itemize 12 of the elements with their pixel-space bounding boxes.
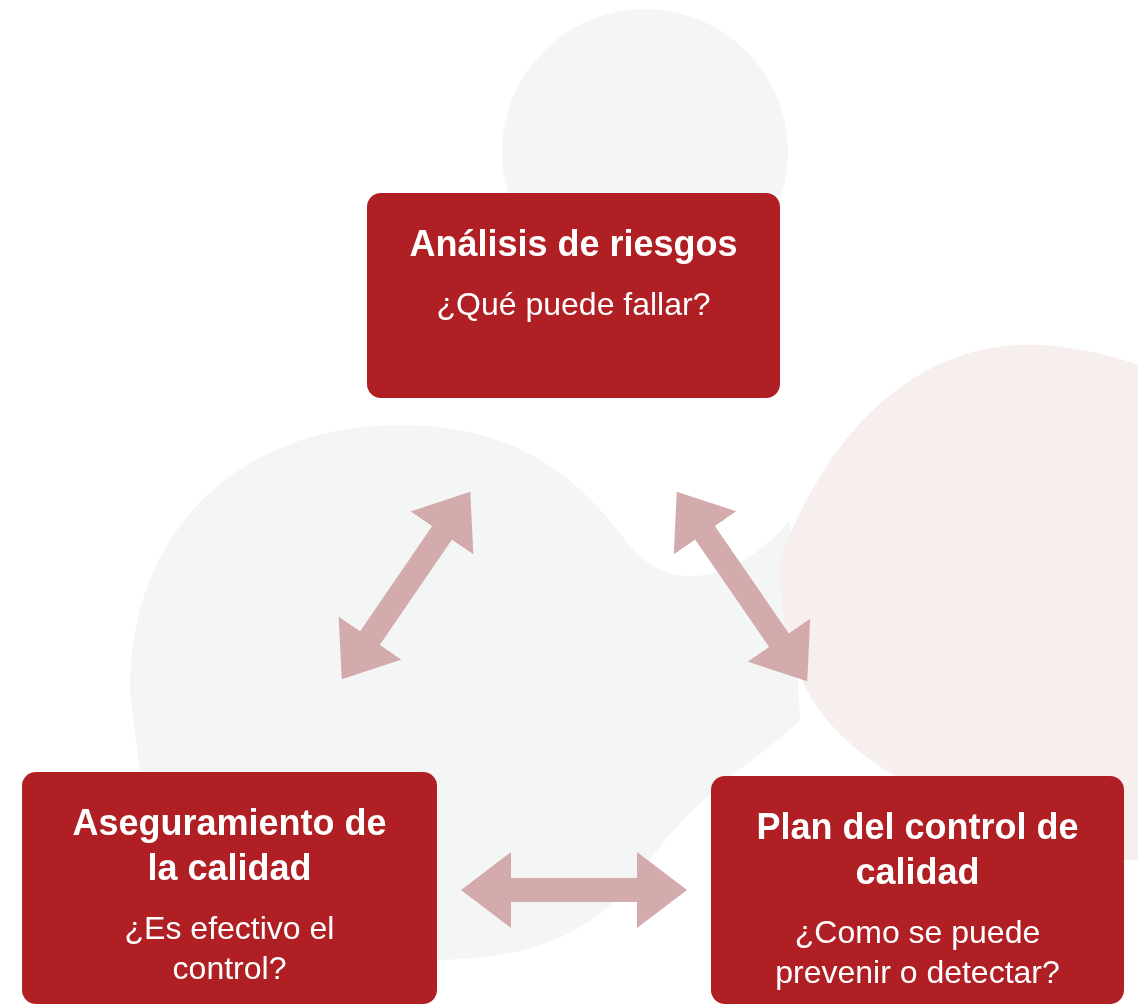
process-box [711,776,1124,1004]
process-box [367,193,780,398]
question-text: ¿Como se puede prevenir o detectar? [774,913,1061,992]
box-heading: Aseguramiento de la calidad [71,801,388,890]
process-box [22,772,437,1004]
box-heading: Análisis de riesgos [409,222,738,266]
double-arrow [673,491,811,682]
double-arrow [338,491,474,680]
box-heading: Plan del control de calidad [755,805,1080,894]
double-arrow [461,852,687,928]
question-text: ¿Qué puede fallar? [436,285,711,324]
question-text: ¿Es efectivo el control? [123,909,336,988]
